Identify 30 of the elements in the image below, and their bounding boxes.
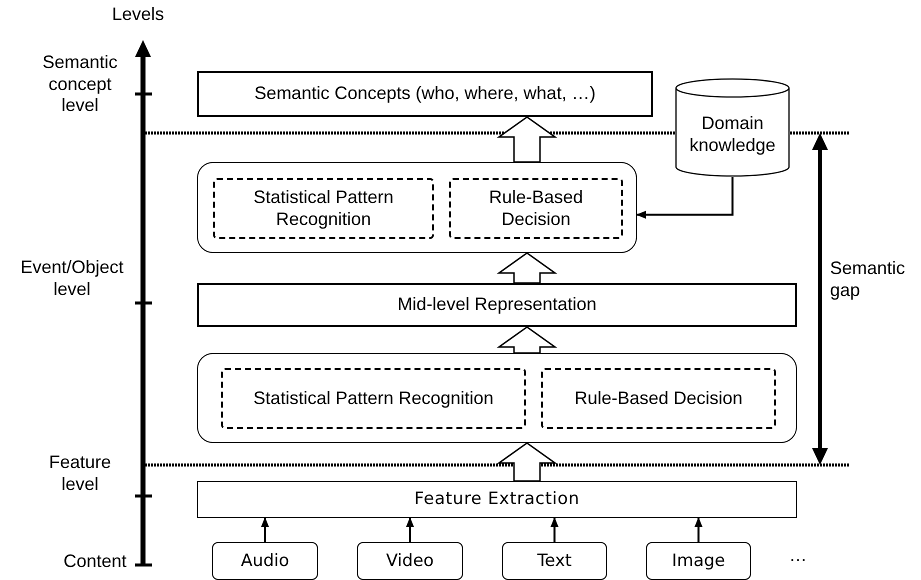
level-label: Content — [62, 551, 128, 573]
content-box: Image — [646, 542, 751, 580]
process-box: Feature Extraction — [197, 481, 797, 518]
method-box: Rule-Based Decision — [541, 368, 776, 429]
level-label: Feature level — [48, 452, 112, 496]
block-arrow — [496, 252, 558, 284]
level-label: Event/Object level — [19, 257, 125, 300]
arrow — [694, 517, 702, 542]
level-label: Semantic concept level — [41, 52, 119, 117]
content-box: Video — [357, 542, 463, 580]
method-box: Rule-Based Decision — [449, 178, 623, 239]
block-arrow — [496, 326, 558, 354]
content-box: Audio — [212, 542, 318, 580]
block-arrow — [496, 116, 558, 163]
arrow — [550, 517, 558, 542]
group-container — [197, 353, 797, 443]
arrow — [636, 177, 734, 219]
content-box: Text — [502, 542, 607, 580]
method-box: Statistical Pattern Recognition — [213, 178, 434, 239]
process-box: Semantic Concepts (who, where, what, …) — [197, 71, 653, 117]
axis-title: Levels — [110, 4, 166, 26]
database-cylinder: Domain knowledge — [675, 78, 790, 177]
method-box: Statistical Pattern Recognition — [221, 368, 526, 429]
process-box: Mid-level Representation — [197, 283, 797, 327]
arrow — [406, 517, 414, 542]
axis-label: Semantic gap — [830, 258, 902, 302]
arrow — [261, 517, 269, 542]
group-container — [197, 162, 637, 253]
block-arrow — [496, 442, 558, 482]
ellipsis-text: … — [788, 545, 808, 567]
